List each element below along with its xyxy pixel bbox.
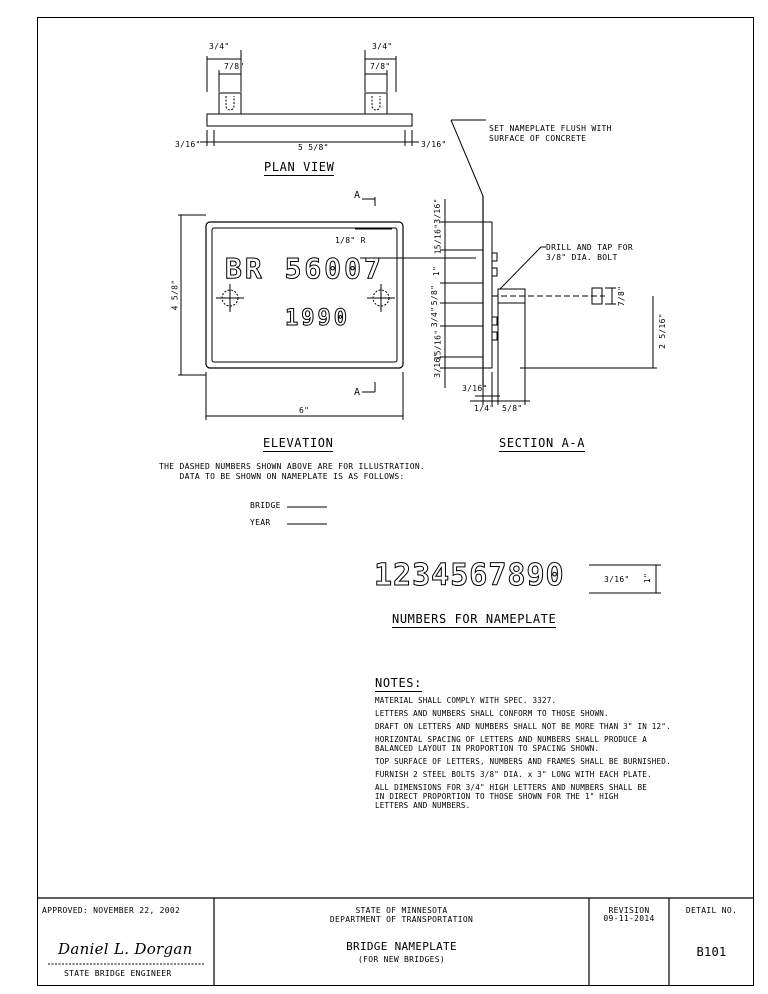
year-label: YEAR — [250, 518, 271, 527]
note-item: HORIZONTAL SPACING OF LETTERS AND NUMBER… — [375, 735, 647, 753]
plan-slot-left — [218, 92, 242, 115]
section-dim-5: 3/4" — [430, 306, 440, 328]
plan-dim-top-right: 3/4" — [372, 42, 393, 51]
engineer-signature: Daniel L. Dorgan — [58, 940, 193, 958]
section-dim-bottom-c: 5/8" — [502, 404, 523, 413]
drawing-title: BRIDGE NAMEPLATE — [346, 940, 457, 953]
drawing-sheet — [37, 17, 754, 986]
drawing-subtitle: (FOR NEW BRIDGES) — [358, 955, 445, 964]
numbers-caption: NUMBERS FOR NAMEPLATE — [392, 612, 557, 628]
note-item: TOP SURFACE OF LETTERS, NUMBERS AND FRAM… — [375, 757, 671, 766]
elevation-plate-outer — [205, 221, 404, 369]
flush-note: SET NAMEPLATE FLUSH WITH SURFACE OF CONC… — [489, 124, 612, 143]
elevation-height: 4 5/8" — [170, 279, 180, 311]
plan-dim-slot-left: 7/8" — [224, 62, 245, 71]
plan-slot-right — [364, 92, 388, 115]
notes-heading: NOTES: — [375, 676, 422, 692]
radius-label: 1/8" R — [335, 236, 366, 245]
note-item: ALL DIMENSIONS FOR 3/4" HIGH LETTERS AND… — [375, 783, 647, 810]
section-dim-7: 3/16" — [432, 352, 442, 378]
section-marker-bottom: A — [354, 387, 361, 398]
section-title: SECTION A-A — [499, 436, 586, 452]
bolt-dim: 7/8" — [617, 285, 627, 307]
detail-number: B101 — [696, 945, 727, 959]
nameplate-digits: 1234567890 — [374, 558, 565, 594]
digit-width-dim: 3/16" — [604, 575, 630, 584]
digit-height-dim: 1" — [643, 572, 653, 584]
plan-dim-top-left: 3/4" — [209, 42, 230, 51]
illustration-note: THE DASHED NUMBERS SHOWN ABOVE ARE FOR I… — [159, 462, 426, 481]
revision-label: REVISION — [608, 906, 650, 915]
section-dim-1: 3/16" — [432, 198, 442, 224]
section-marker-top: A — [354, 190, 361, 201]
elevation-title: ELEVATION — [263, 436, 334, 452]
section-dim-2: 15/16" — [433, 223, 443, 255]
agency-line-2: DEPARTMENT OF TRANSPORTATION — [329, 915, 474, 924]
bridge-label: BRIDGE — [250, 501, 281, 510]
section-dim-bottom-a: 3/16" — [462, 384, 488, 393]
section-dim-4: 5/8" — [430, 284, 440, 306]
plan-dim-left: 3/16" — [175, 140, 201, 149]
note-item: LETTERS AND NUMBERS SHALL CONFORM TO THO… — [375, 709, 609, 718]
plan-dim-slot-right: 7/8" — [370, 62, 391, 71]
elevation-width: 6" — [299, 406, 310, 415]
engineer-title: STATE BRIDGE ENGINEER — [64, 969, 172, 978]
note-item: MATERIAL SHALL COMPLY WITH SPEC. 3327. — [375, 696, 557, 705]
plate-text: BR 56007 — [225, 252, 384, 286]
note-item: DRAFT ON LETTERS AND NUMBERS SHALL NOT B… — [375, 722, 671, 731]
plan-dim-right: 3/16" — [421, 140, 447, 149]
agency-line-1: STATE OF MINNESOTA — [355, 906, 448, 915]
detail-label: DETAIL NO. — [685, 906, 738, 915]
plan-view-title: PLAN VIEW — [264, 160, 335, 176]
plan-dim-length: 5 5/8" — [298, 143, 329, 152]
section-dim-bottom-b: 1/4" — [474, 404, 495, 413]
section-dim-right: 2 5/16" — [657, 313, 667, 349]
drill-note: DRILL AND TAP FOR 3/8" DIA. BOLT — [546, 243, 633, 262]
approved-date: APPROVED: NOVEMBER 22, 2002 — [42, 906, 181, 915]
notes-list: MATERIAL SHALL COMPLY WITH SPEC. 3327. L… — [375, 696, 671, 814]
section-dim-3: 1" — [432, 265, 442, 277]
note-item: FURNISH 2 STEEL BOLTS 3/8" DIA. x 3" LON… — [375, 770, 652, 779]
plate-year: 1990 — [285, 306, 350, 332]
elevation-plate-inner — [211, 227, 398, 363]
plan-plate — [206, 113, 413, 127]
revision-date: 09-11-2014 — [603, 914, 655, 923]
